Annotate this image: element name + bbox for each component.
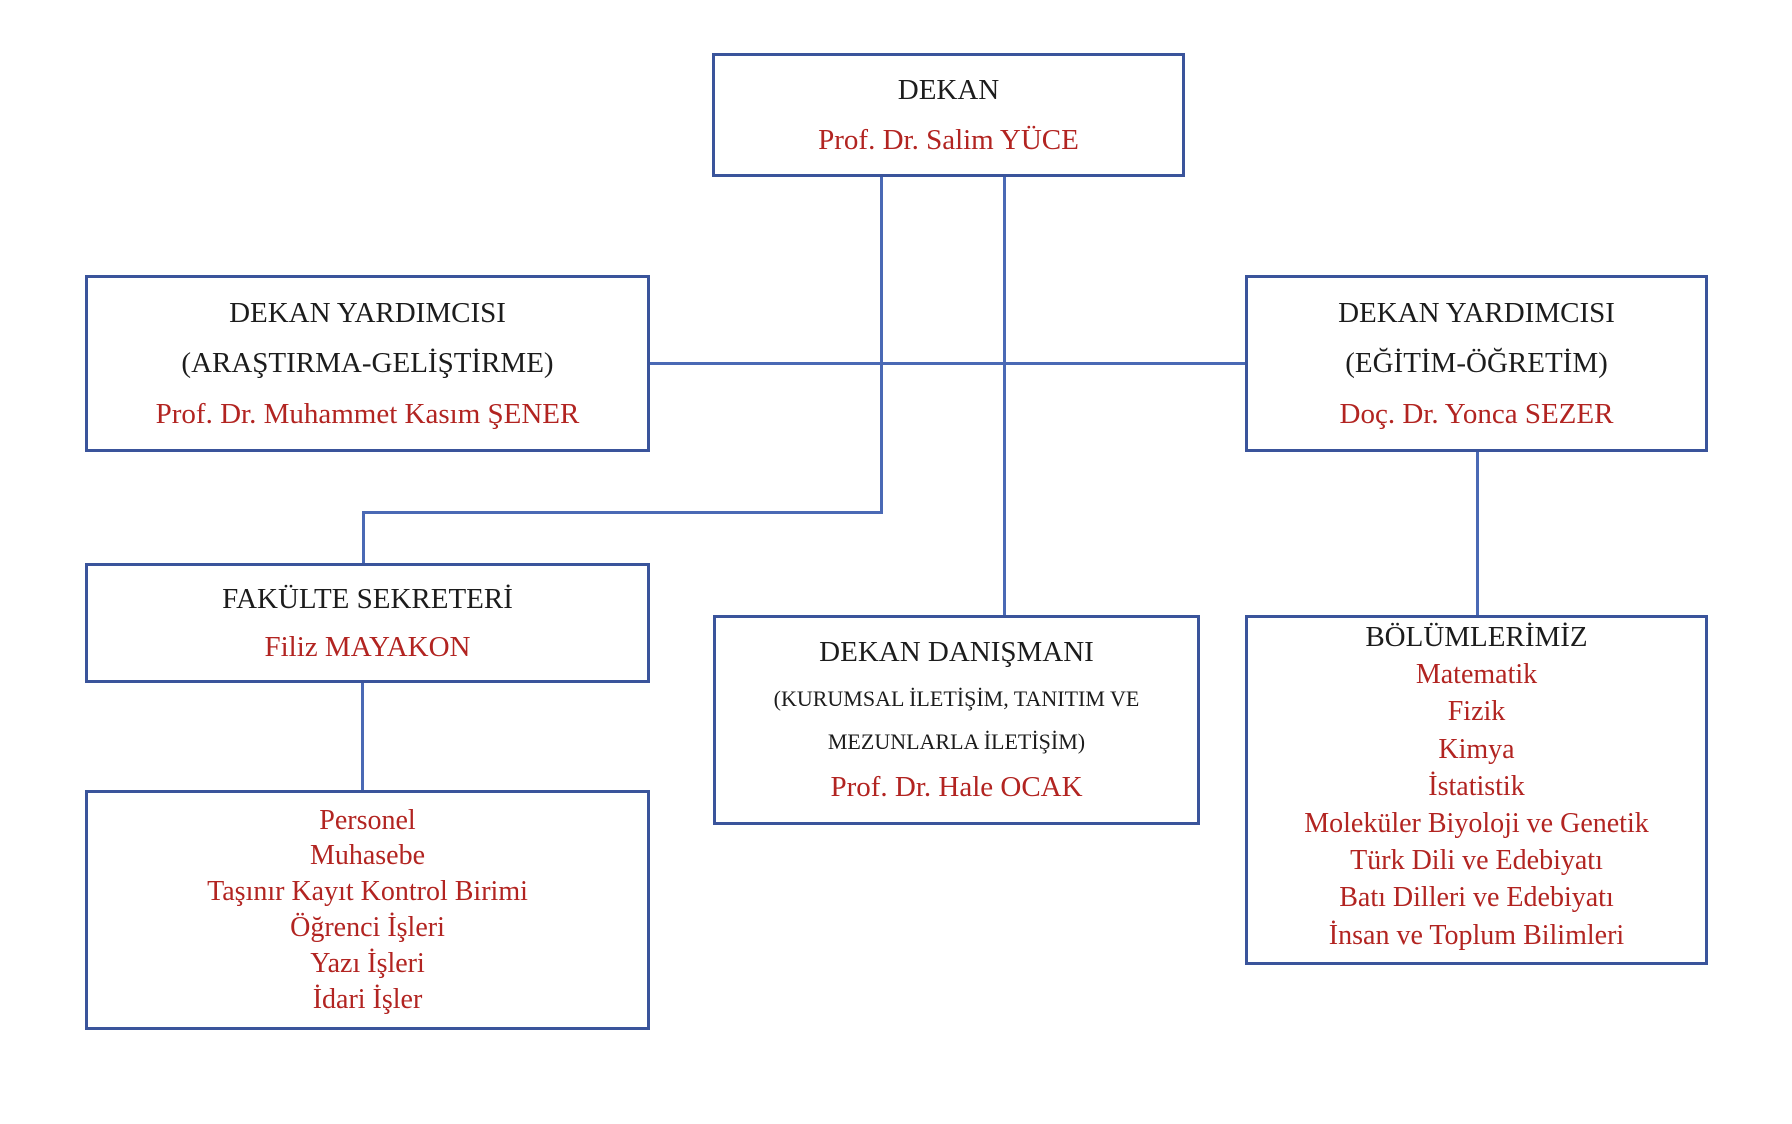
- list-item: Muhasebe: [309, 840, 426, 872]
- list-item: Öğrenci İşleri: [290, 912, 445, 944]
- list-item: Taşınır Kayıt Kontrol Birimi: [207, 876, 528, 908]
- connector-secretary-to-units-vertical: [361, 683, 364, 790]
- dekan-name: Prof. Dr. Salim YÜCE: [818, 123, 1079, 156]
- dean-advisor-title: DEKAN DANIŞMANI: [819, 636, 1094, 669]
- list-item: Batı Dilleri ve Edebiyatı: [1339, 882, 1614, 914]
- vice-dean-research-box: DEKAN YARDIMCISI (ARAŞTIRMA-GELİŞTİRME) …: [85, 275, 650, 452]
- dekan-title: DEKAN: [897, 74, 1000, 107]
- connector-dekan-to-advisor-vertical: [1003, 177, 1006, 615]
- faculty-secretary-box: FAKÜLTE SEKRETERİ Filiz MAYAKON: [85, 563, 650, 683]
- departments-title: BÖLÜMLERİMİZ: [1365, 621, 1588, 653]
- list-item: Moleküler Biyoloji ve Genetik: [1304, 808, 1649, 840]
- dean-advisor-subtitle-line1: (KURUMSAL İLETİŞİM, TANITIM VE: [773, 686, 1140, 712]
- dean-advisor-name: Prof. Dr. Hale OCAK: [830, 771, 1083, 804]
- list-item: Personel: [319, 804, 416, 836]
- vice-dean-education-subtitle: (EĞİTİM-ÖĞRETİM): [1345, 347, 1608, 380]
- faculty-secretary-name: Filiz MAYAKON: [264, 630, 471, 663]
- list-item: Kimya: [1438, 733, 1515, 765]
- vice-dean-education-name: Doç. Dr. Yonca SEZER: [1339, 397, 1614, 430]
- connector-vice-edu-to-departments-vertical: [1476, 452, 1479, 615]
- list-item: İstatistik: [1428, 770, 1525, 802]
- faculty-secretary-title: FAKÜLTE SEKRETERİ: [222, 582, 513, 615]
- list-item: Yazı İşleri: [310, 948, 425, 980]
- list-item: Matematik: [1415, 659, 1538, 691]
- list-item: İnsan ve Toplum Bilimleri: [1328, 919, 1625, 951]
- vice-dean-education-box: DEKAN YARDIMCISI (EĞİTİM-ÖĞRETİM) Doç. D…: [1245, 275, 1708, 452]
- list-item: İdari İşler: [312, 984, 423, 1016]
- connector-secretary-horizontal: [362, 511, 883, 514]
- connector-dekan-to-secretary-vertical: [880, 177, 883, 514]
- dekan-box: DEKAN Prof. Dr. Salim YÜCE: [712, 53, 1185, 177]
- connector-vice-deans-horizontal: [650, 362, 1245, 365]
- vice-dean-research-title: DEKAN YARDIMCISI: [229, 296, 506, 329]
- dean-advisor-subtitle-line2: MEZUNLARLA İLETİŞİM): [827, 728, 1086, 754]
- vice-dean-research-name: Prof. Dr. Muhammet Kasım ŞENER: [155, 397, 580, 430]
- list-item: Fizik: [1447, 696, 1506, 728]
- vice-dean-research-subtitle: (ARAŞTIRMA-GELİŞTİRME): [181, 347, 554, 380]
- vice-dean-education-title: DEKAN YARDIMCISI: [1338, 296, 1615, 329]
- connector-into-secretary-vertical: [362, 511, 365, 563]
- list-item: Türk Dili ve Edebiyatı: [1350, 845, 1603, 877]
- dean-advisor-box: DEKAN DANIŞMANI (KURUMSAL İLETİŞİM, TANI…: [713, 615, 1200, 825]
